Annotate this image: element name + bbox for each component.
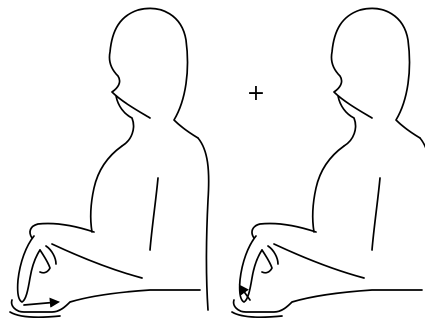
arrow-right-icon [24, 302, 58, 305]
figure-right [232, 8, 425, 317]
plus-sign: + [247, 81, 265, 106]
figure-left [10, 8, 209, 317]
